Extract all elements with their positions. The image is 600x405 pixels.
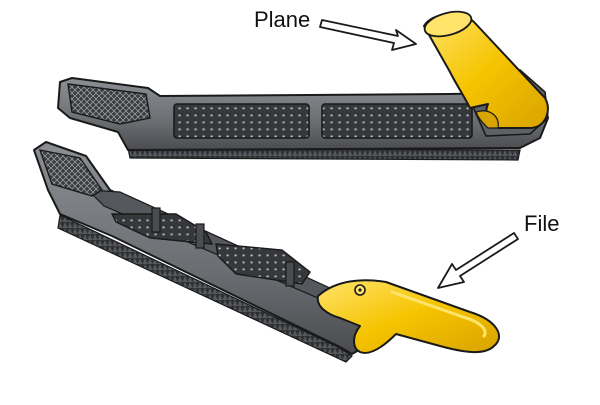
file-post-mid — [195, 223, 205, 249]
plane-handle-shade — [475, 110, 499, 129]
file-teeth — [57, 214, 353, 363]
plane-arrow — [319, 19, 417, 51]
file-label: File — [524, 211, 560, 236]
plane-label: Plane — [254, 7, 311, 32]
plane-rasp-panel-right — [321, 103, 473, 139]
arrow-icon — [319, 19, 417, 51]
file-post-rear — [285, 261, 295, 287]
file-post-front — [151, 207, 161, 233]
file-slot-front — [110, 213, 214, 245]
arrow-icon — [437, 232, 519, 289]
file-arrow — [437, 232, 519, 289]
file-handle-highlight — [390, 290, 487, 338]
plane-handle-cap — [423, 10, 473, 38]
plane-tool — [57, 10, 549, 161]
file-handle-screw-center — [358, 288, 362, 292]
plane-front-mesh — [67, 83, 151, 125]
file-front-mesh — [38, 149, 103, 197]
plane-rasp-panel-left — [173, 103, 310, 139]
file-tool — [33, 141, 500, 363]
file-handle — [316, 279, 500, 354]
